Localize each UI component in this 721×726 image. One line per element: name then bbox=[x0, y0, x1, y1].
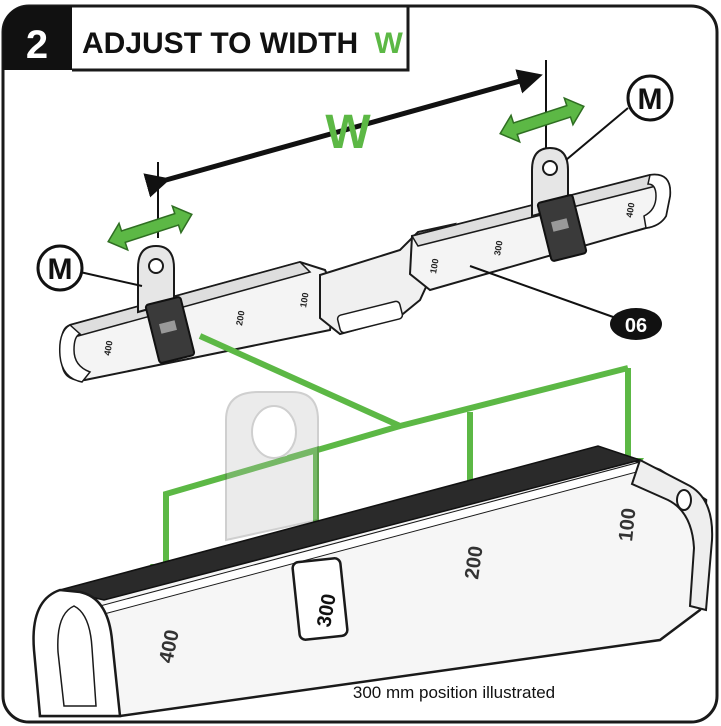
step-title: ADJUST TO WIDTH W bbox=[82, 27, 403, 60]
dimension-line bbox=[143, 69, 543, 198]
connector-slot bbox=[336, 300, 404, 334]
caption: 300 mm position illustrated bbox=[353, 683, 555, 702]
rail-left-mark-100: 100 bbox=[298, 292, 310, 309]
callout-m-left-label: M bbox=[48, 253, 73, 286]
detail-mark-100: 100 bbox=[615, 507, 640, 542]
bracket-left bbox=[137, 244, 196, 364]
detail-rail-hook bbox=[630, 458, 714, 612]
step-header: 2 ADJUST TO WIDTH W bbox=[3, 4, 410, 72]
rail-right-mark-300: 300 bbox=[492, 240, 504, 257]
callout-line-06 bbox=[469, 265, 617, 319]
rail-right-mark-400: 400 bbox=[624, 202, 636, 219]
dimension-label: W bbox=[325, 106, 371, 159]
detail-endcap-inner bbox=[57, 605, 97, 707]
callout-m-right-label: M bbox=[638, 83, 663, 116]
step-badge bbox=[3, 6, 72, 70]
part-badge-06 bbox=[610, 308, 662, 340]
callout-m-right bbox=[626, 74, 674, 122]
pointer-branch-300 bbox=[287, 446, 319, 538]
detail-mark-200: 200 bbox=[461, 545, 487, 581]
step-number: 2 bbox=[26, 23, 48, 67]
upper-rail-assembly: 400 300 200 100 100 300 400 M M bbox=[36, 74, 674, 383]
callout-line-left-m bbox=[79, 271, 143, 287]
adjust-arrow-left bbox=[107, 204, 193, 252]
pointer-branch-400 bbox=[163, 423, 401, 566]
part-badge-06-label: 06 bbox=[625, 315, 647, 337]
detail-rail: 400 300 200 100 bbox=[32, 391, 714, 718]
rail-left-mark-200: 200 bbox=[234, 310, 246, 327]
bracket-right bbox=[531, 146, 588, 262]
detail-slot-window bbox=[291, 557, 349, 641]
rail-right-endcap bbox=[643, 173, 671, 229]
callout-m-left bbox=[36, 244, 84, 292]
step-title-symbol: W bbox=[374, 27, 403, 60]
adjust-arrow-right bbox=[499, 96, 585, 144]
rail-left-endcap bbox=[58, 324, 92, 383]
rail-left-mark-400: 400 bbox=[102, 340, 114, 357]
detail-rail-endcap bbox=[32, 588, 122, 718]
detail-pointers bbox=[163, 333, 631, 566]
step-title-text: ADJUST TO WIDTH bbox=[82, 27, 358, 60]
width-dimension: W bbox=[143, 60, 547, 238]
callout-line-right-m bbox=[565, 107, 629, 161]
rail-right-mark-100: 100 bbox=[428, 258, 440, 275]
detail-hook-screw bbox=[676, 489, 692, 511]
